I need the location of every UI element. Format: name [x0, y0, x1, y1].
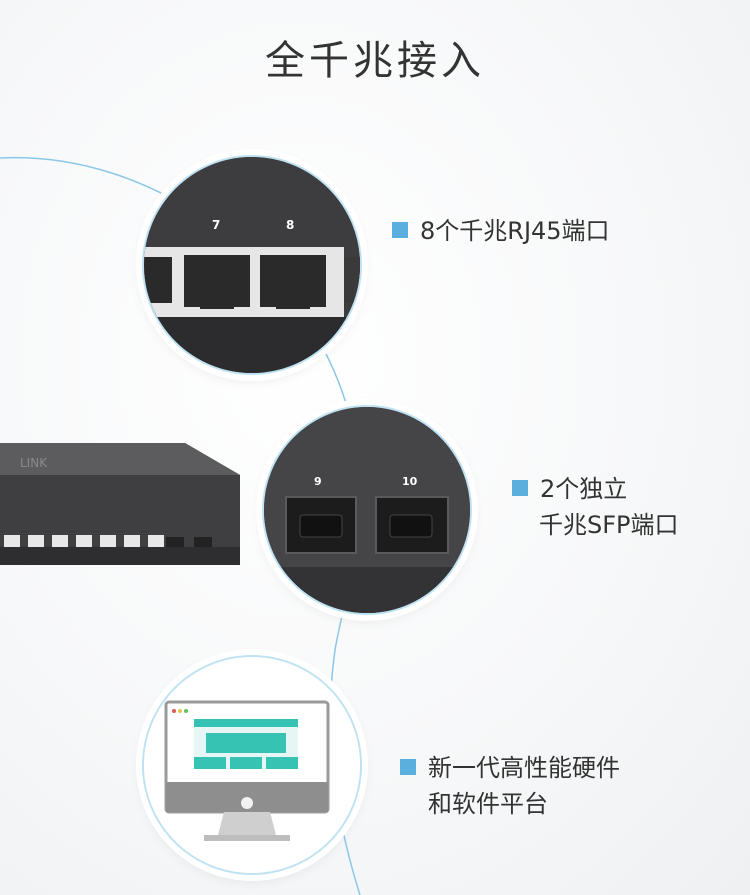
- feature-sfp-line2: 千兆SFP端口: [539, 511, 679, 539]
- feature-platform-line1: 新一代高性能硬件: [428, 754, 620, 782]
- rj45-ports-closeup: 7 8: [142, 155, 362, 375]
- svg-text:LINK: LINK: [20, 456, 48, 470]
- port-label-7: 7: [212, 218, 220, 232]
- feature-platform: 新一代高性能硬件 和软件平台: [400, 750, 620, 822]
- port-label-10: 10: [402, 475, 418, 488]
- page-title: 全千兆接入: [265, 38, 485, 84]
- monitor-illustration: [142, 655, 362, 875]
- sfp-ports-closeup: 9 10: [262, 405, 472, 615]
- switch-device-image: LINK: [0, 443, 240, 565]
- bullet-square-icon: [512, 480, 528, 496]
- bullet-square-icon: [392, 222, 408, 238]
- feature-sfp-line1: 2个独立: [540, 475, 628, 503]
- feature-rj45-text: 8个千兆RJ45端口: [420, 217, 610, 245]
- port-label-8: 8: [286, 218, 294, 232]
- bullet-square-icon: [400, 759, 416, 775]
- feature-rj45: 8个千兆RJ45端口: [392, 213, 610, 249]
- feature-sfp: 2个独立 千兆SFP端口: [512, 471, 679, 543]
- port-label-9: 9: [314, 475, 322, 488]
- feature-platform-line2: 和软件平台: [428, 790, 548, 818]
